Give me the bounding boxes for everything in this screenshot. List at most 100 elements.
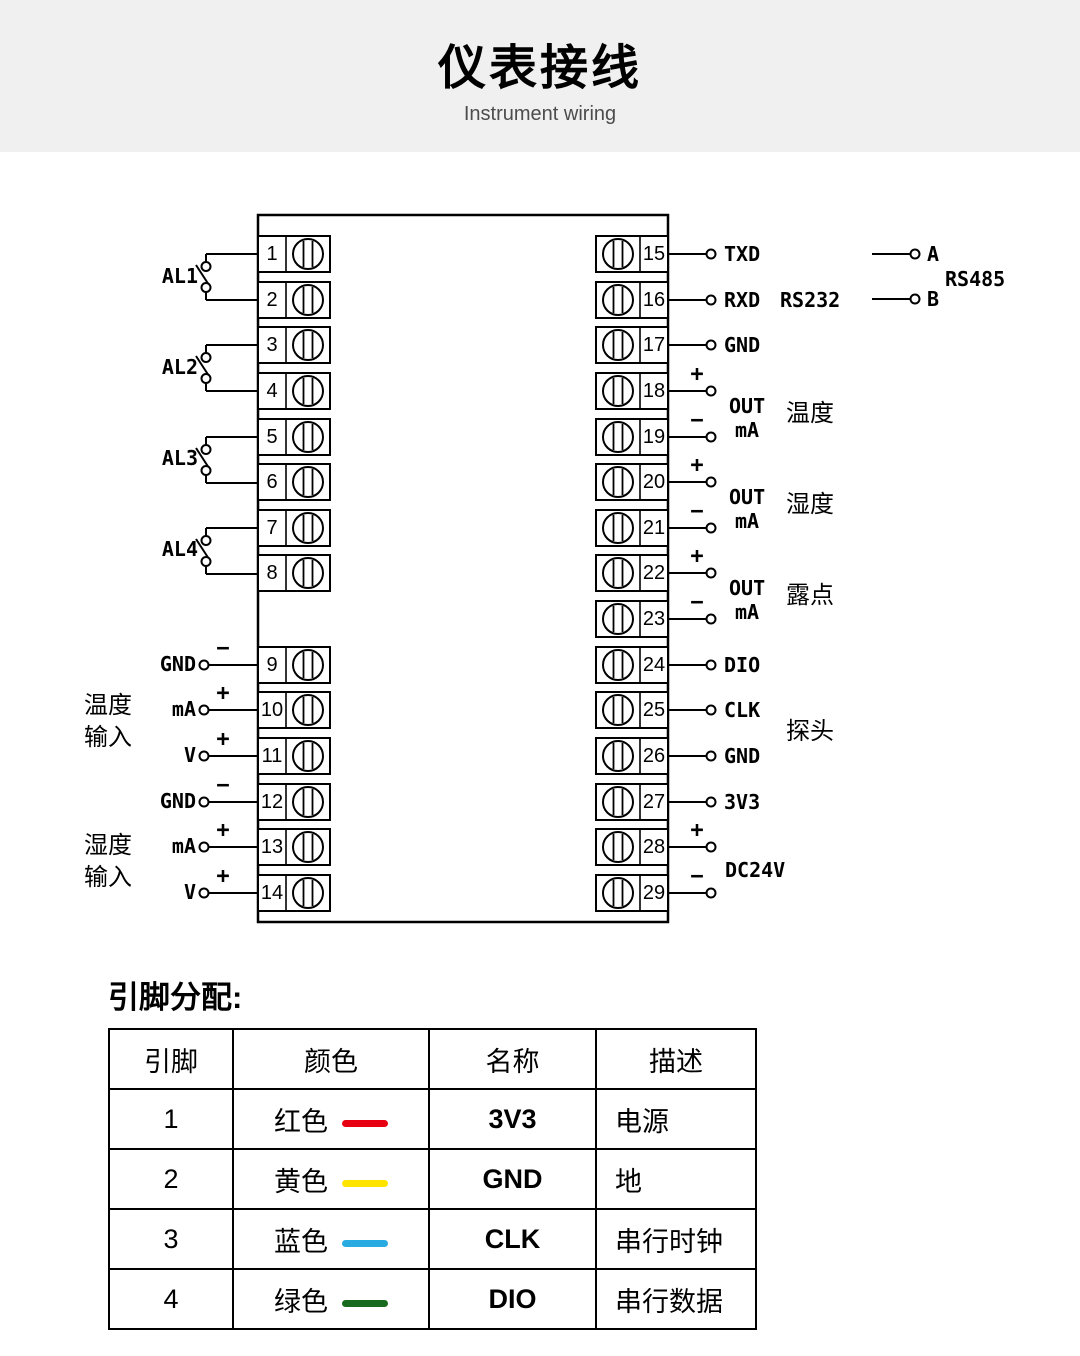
terminal-number: 15 xyxy=(642,243,666,265)
input-wire xyxy=(198,750,259,762)
table-row: 4 绿色 DIO 串行数据 xyxy=(108,1268,757,1330)
color-cell: 绿色 xyxy=(232,1268,430,1330)
output-wire xyxy=(667,567,717,579)
table-header-row: 引脚 颜色 名称 描述 xyxy=(108,1028,757,1090)
output-plus-sign: + xyxy=(690,544,704,569)
terminal-number: 19 xyxy=(642,426,666,448)
power-minus-sign: − xyxy=(690,864,704,889)
color-name: 红色 xyxy=(274,1106,328,1137)
terminal-number: 17 xyxy=(642,334,666,356)
output-plus-sign: + xyxy=(690,453,704,478)
input-wire xyxy=(198,841,259,853)
terminal-number: 14 xyxy=(260,882,284,904)
input-wire xyxy=(198,659,259,671)
table-row: 2 黄色 GND 地 xyxy=(108,1148,757,1210)
label-dio: DIO xyxy=(724,653,761,677)
terminal-number: 10 xyxy=(260,699,284,721)
rs485-wire xyxy=(871,248,921,260)
terminal-number: 12 xyxy=(260,791,284,813)
input-wire xyxy=(198,704,259,716)
output-wire xyxy=(667,841,717,853)
input-label: V xyxy=(183,743,196,767)
label-rs232: RS232 xyxy=(780,288,841,312)
output-wire xyxy=(667,339,717,351)
color-swatch xyxy=(342,1179,388,1187)
output-out-label: OUT xyxy=(729,394,766,418)
pin-cell: 4 xyxy=(108,1268,234,1330)
input-sign: + xyxy=(216,818,230,843)
terminal-number: 26 xyxy=(642,745,666,767)
output-name: 湿度 xyxy=(786,491,834,518)
terminal-number: 9 xyxy=(266,654,278,676)
probe-label: 探头 xyxy=(786,718,834,745)
output-minus-sign: − xyxy=(690,408,704,433)
color-name: 黄色 xyxy=(274,1166,328,1197)
input-label: V xyxy=(183,880,196,904)
header-name: 名称 xyxy=(428,1028,597,1090)
desc-cell: 串行数据 xyxy=(595,1268,757,1330)
terminal-number: 25 xyxy=(642,699,666,721)
table-row: 3 蓝色 CLK 串行时钟 xyxy=(108,1208,757,1270)
terminal-number: 18 xyxy=(642,380,666,402)
desc-cell: 电源 xyxy=(595,1088,757,1150)
alarm-label: AL1 xyxy=(161,264,198,288)
table-row: 1 红色 3V3 电源 xyxy=(108,1088,757,1150)
header-color: 颜色 xyxy=(232,1028,430,1090)
input-label: mA xyxy=(171,834,196,858)
input-group-label: 湿度 xyxy=(84,832,132,859)
terminal-number: 6 xyxy=(266,471,278,493)
terminal-number: 7 xyxy=(266,517,278,539)
name-cell: GND xyxy=(428,1148,597,1210)
power-label: DC24V xyxy=(725,858,786,882)
alarm-contact-wire xyxy=(195,436,259,484)
color-cell: 红色 xyxy=(232,1088,430,1150)
input-sign: + xyxy=(216,681,230,706)
power-plus-sign: + xyxy=(690,818,704,843)
terminal-number: 4 xyxy=(266,380,278,402)
input-label: mA xyxy=(171,697,196,721)
pin-table: 引脚 颜色 名称 描述 1 红色 3V3 电源 2 黄色 GND 地 3 蓝色 … xyxy=(108,1028,757,1330)
terminal-number: 16 xyxy=(642,289,666,311)
label-gnd: GND xyxy=(724,333,761,357)
output-minus-sign: − xyxy=(690,499,704,524)
output-wire xyxy=(667,750,717,762)
input-sign: + xyxy=(216,727,230,752)
terminal-number: 5 xyxy=(266,426,278,448)
output-wire xyxy=(667,294,717,306)
label-rs485-b: B xyxy=(927,287,940,311)
name-cell: CLK xyxy=(428,1208,597,1270)
input-group-label: 输入 xyxy=(84,724,132,751)
label-gnd: GND xyxy=(724,744,761,768)
terminal-number: 20 xyxy=(642,471,666,493)
output-name: 露点 xyxy=(786,582,834,609)
alarm-contact-wire xyxy=(195,344,259,392)
terminal-number: 1 xyxy=(266,243,278,265)
label-3v3: 3V3 xyxy=(724,790,761,814)
page-subtitle: Instrument wiring xyxy=(463,103,617,125)
output-wire xyxy=(667,248,717,260)
name-cell: 3V3 xyxy=(428,1088,597,1150)
terminal-number: 29 xyxy=(642,882,666,904)
alarm-label: AL2 xyxy=(161,355,198,379)
terminal-number: 24 xyxy=(642,654,666,676)
name-cell: DIO xyxy=(428,1268,597,1330)
terminal-number: 13 xyxy=(260,836,284,858)
header-desc: 描述 xyxy=(595,1028,757,1090)
label-clk: CLK xyxy=(724,698,761,722)
label-rxd: RXD xyxy=(724,288,761,312)
input-group-label: 输入 xyxy=(84,864,132,891)
output-unit-label: mA xyxy=(735,600,760,624)
pin-assignment-title: 引脚分配: xyxy=(108,980,243,1015)
terminal-number: 28 xyxy=(642,836,666,858)
terminal-number: 8 xyxy=(266,562,278,584)
terminal-number: 11 xyxy=(261,745,283,767)
label-rs485: RS485 xyxy=(945,267,1006,291)
output-out-label: OUT xyxy=(729,576,766,600)
output-out-label: OUT xyxy=(729,485,766,509)
output-wire xyxy=(667,887,717,899)
color-swatch xyxy=(342,1119,388,1127)
input-sign: + xyxy=(216,864,230,889)
output-wire xyxy=(667,659,717,671)
output-plus-sign: + xyxy=(690,362,704,387)
